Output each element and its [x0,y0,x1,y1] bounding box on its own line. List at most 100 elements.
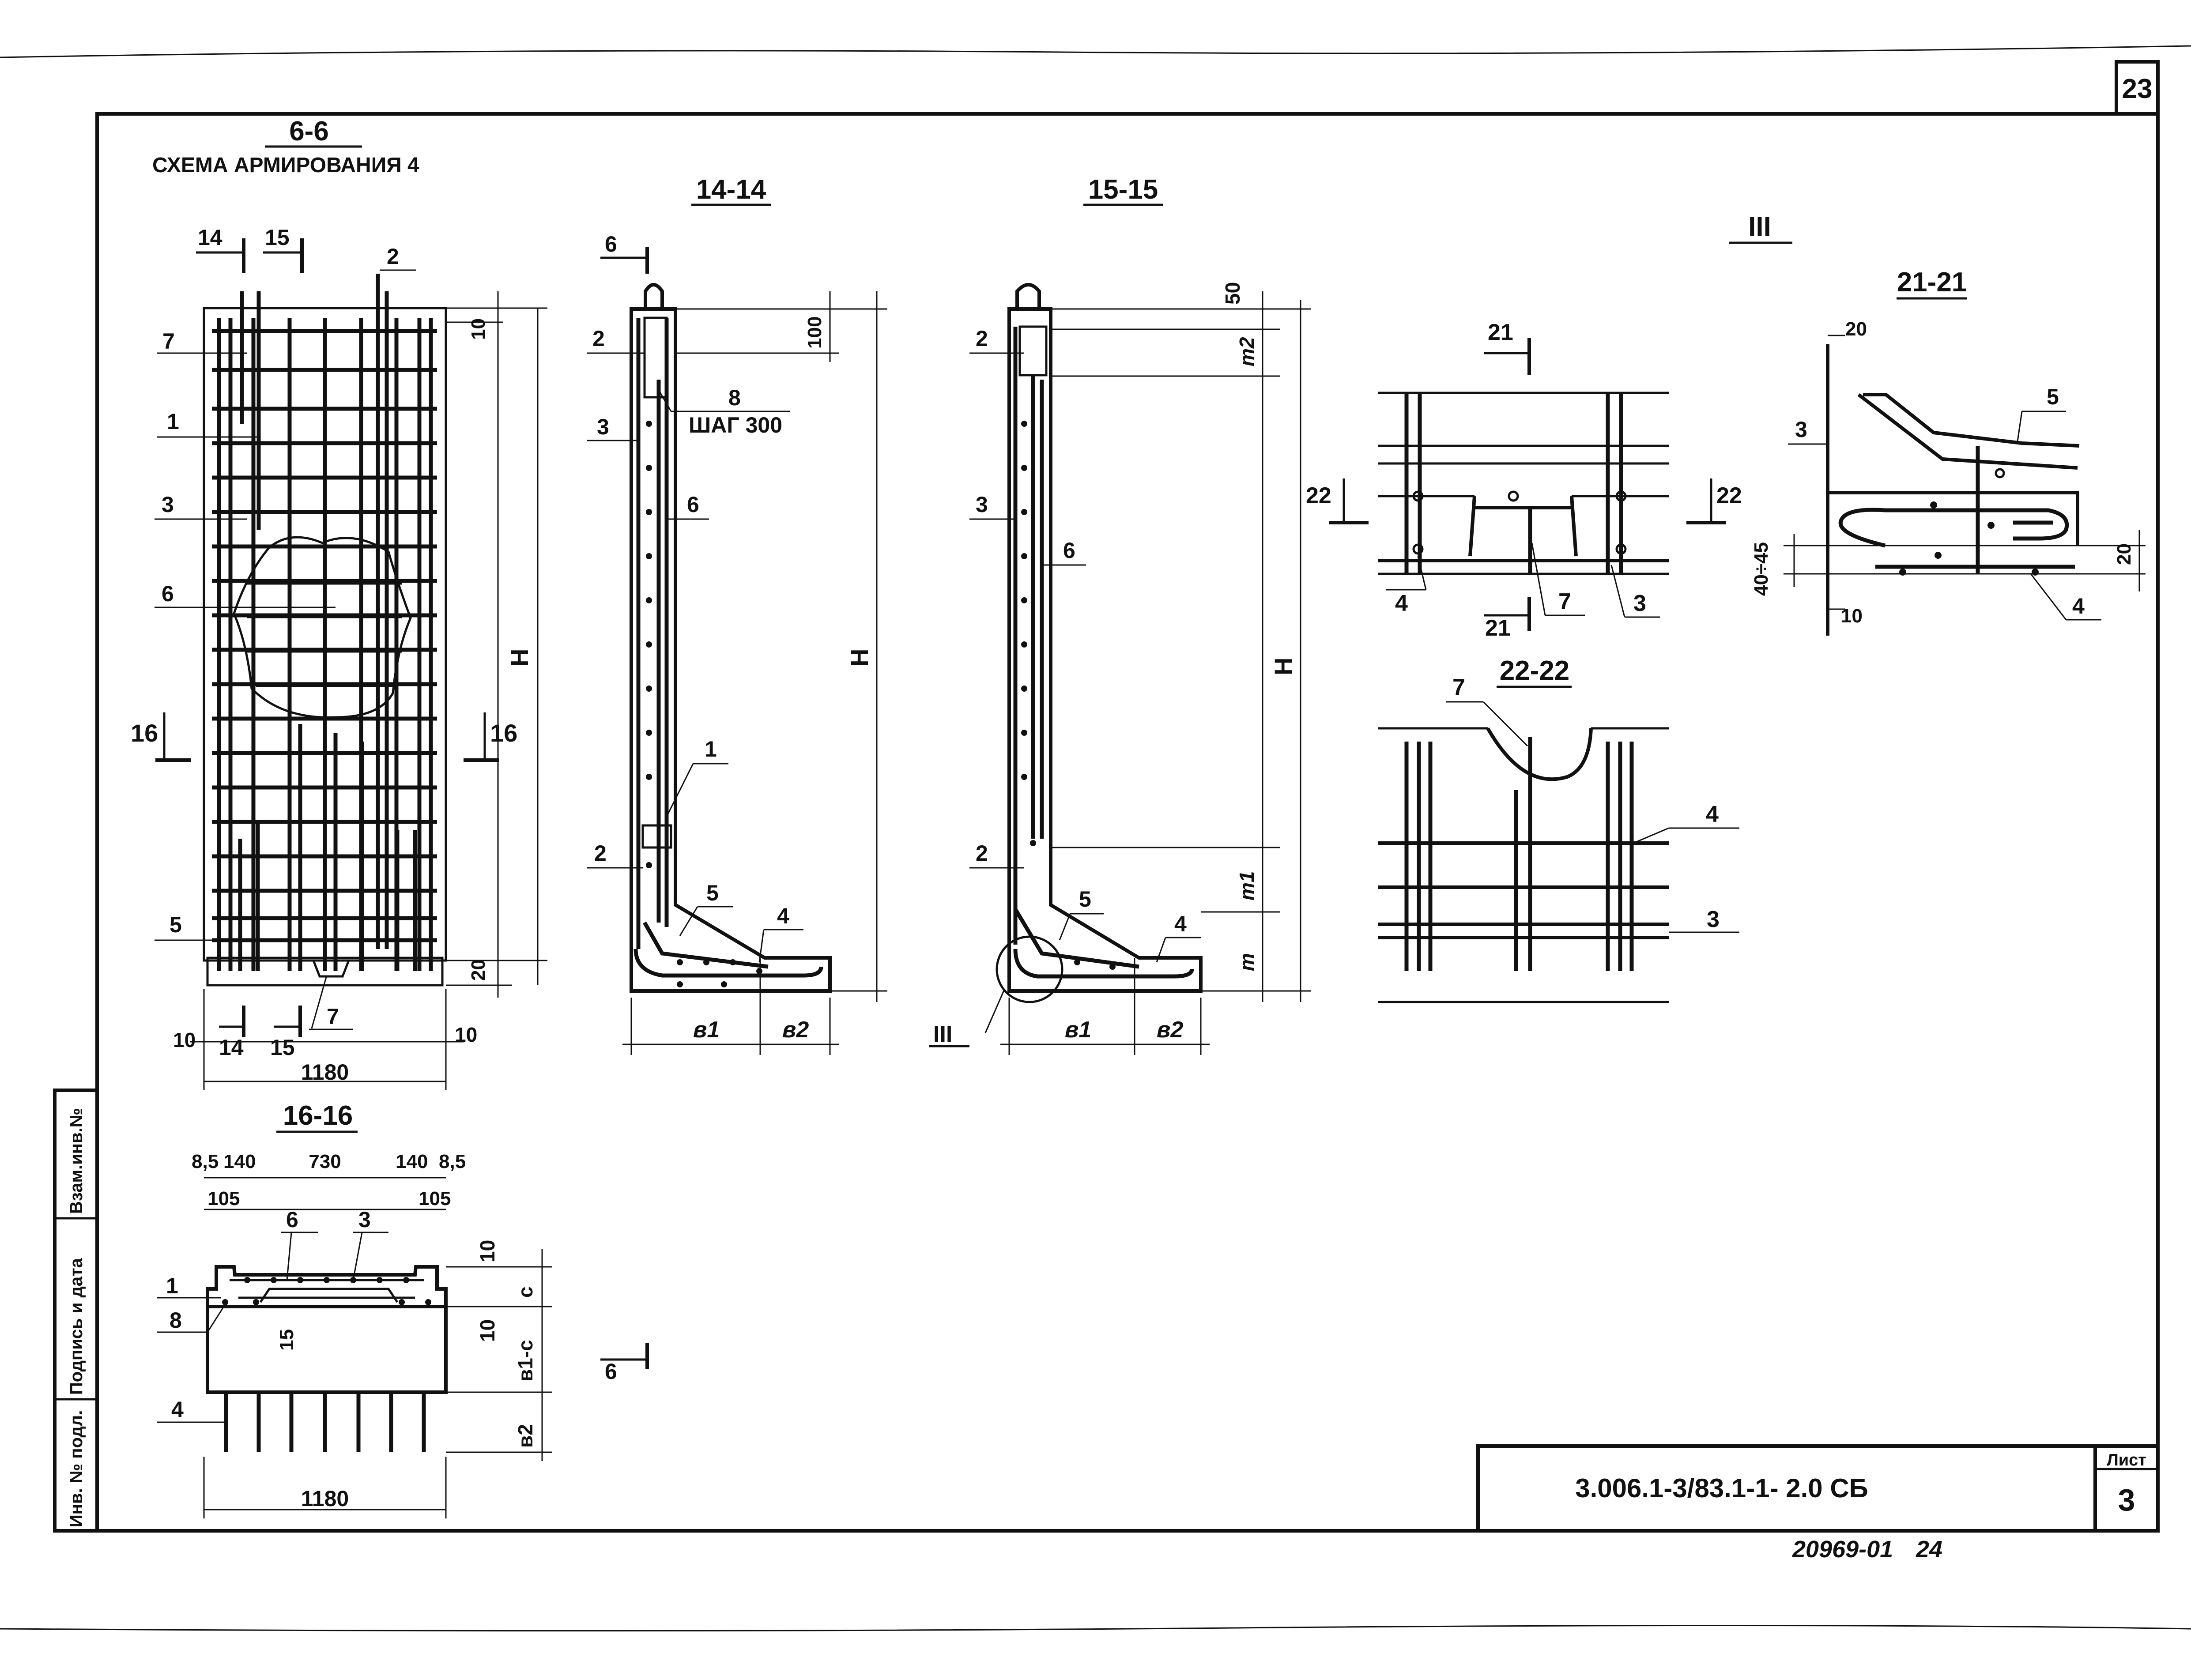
callout-3-16: 3 [358,1207,371,1232]
cut-6-top: 6 [605,232,617,256]
dim-b2-14: в2 [782,1017,809,1043]
callout-2-14-top: 2 [592,326,605,351]
callout-4-14: 4 [777,904,789,928]
bars-22 [1404,737,1634,971]
wall-dots-15 [1021,421,1116,970]
callout-1: 1 [167,409,179,434]
callout-3-14: 3 [597,414,609,439]
detail-III-title: III [1748,211,1771,242]
dim-m-15: m [1235,953,1258,971]
cut-22-left: 22 [1306,483,1331,509]
view-22-22-title: 22-22 [1500,655,1570,686]
dim-bottom-20: 20 [468,959,489,981]
callout-6-14: 6 [687,492,699,517]
dim-width-1180-16: 1180 [301,1486,349,1511]
view-22-22: 22-22 7 4 3 [1378,655,1739,1003]
callout-8-16: 8 [170,1308,182,1333]
side-stamp: Инв. № подл. Подпись и дата Взам.инв.№ [67,1108,86,1527]
callout-2-15-bottom: 2 [976,841,988,866]
note-8-number: 8 [728,385,741,410]
cut-15-bottom: 15 [270,1035,295,1060]
dims-6-6: 10 H 20 10 10 1180 [173,291,547,1090]
dim-H-14: H [845,649,873,667]
view-14-14: 14-14 6 6 2 3 [587,174,887,1384]
callout-5-14: 5 [706,881,719,905]
wall-dots-14 [646,421,762,987]
dim-H-15: H [1269,658,1297,675]
dots-21 [1899,468,2039,576]
callout-4-15: 4 [1174,912,1187,936]
list-number: 3 [2118,1483,2135,1517]
dim-8-5-left: 8,5 [192,1151,219,1172]
cut-22-right: 22 [1716,483,1742,509]
callout-7: 7 [162,329,175,354]
callout-3-21: 3 [1795,417,1807,442]
list-label: Лист [2107,1451,2146,1469]
dim-left-10: 10 [173,1028,196,1051]
dim-105-right: 105 [419,1188,451,1209]
dim-top-10: 10 [468,318,489,340]
view-6-6: 6-6 СХЕМА АРМИРОВАНИЯ 4 [131,116,547,1090]
detail-III: III 21 21 22 22 [1306,211,1792,641]
callouts-6-6: 7 1 3 6 5 2 7 [155,244,416,1030]
view-14-14-title: 14-14 [696,174,766,205]
callout-1-14: 1 [705,737,717,761]
callout-7-bottom: 7 [327,1004,339,1029]
cut-14-bottom: 14 [219,1035,244,1060]
stamp-inventory: Инв. № подл. [67,1410,86,1527]
cutaway-mesh [247,539,402,717]
dim-140-left: 140 [223,1151,256,1172]
callout-5-15: 5 [1079,887,1091,912]
callout-5: 5 [170,912,182,937]
dim-140-right: 140 [396,1151,428,1172]
callout-2-14-bottom: 2 [594,841,607,866]
dim-c-16: c [514,1286,537,1298]
dim-105-left: 105 [207,1188,240,1209]
detail-III-dots [1412,490,1627,555]
callout-6: 6 [162,581,174,606]
view-15-15: 15-15 III 2 3 6 2 [929,174,1311,1055]
stamp-signature-date: Подпись и дата [67,1258,86,1395]
callout-4-21: 4 [2072,594,2085,618]
callout-2: 2 [387,244,399,269]
dim-b1-15: в1 [1065,1017,1091,1043]
dim-b2-16: в2 [514,1424,537,1448]
view-21-21-title: 21-21 [1897,267,1967,298]
page-number: 23 [2122,74,2153,104]
dim-50-15: 50 [1221,282,1244,305]
dim-15-inner: 15 [276,1329,298,1351]
dim-20-21-right: 20 [2113,543,2135,565]
view-16-16-title: 16-16 [283,1100,353,1131]
dim-10-top-16: 10 [476,1240,499,1262]
cut-16-right: 16 [490,719,517,747]
cut-6-bottom: 6 [605,1359,617,1384]
stamp-replaced-inventory: Взам.инв.№ [67,1108,86,1214]
sheet-designation: 3.006.1-3/83.1-1- 2.0 СБ [1575,1473,1868,1503]
cut-21-bottom: 21 [1485,615,1511,641]
callout-4-III: 4 [1395,591,1408,616]
callout-4-16: 4 [171,1397,184,1422]
section-dots [222,1277,431,1305]
view-6-6-subtitle: СХЕМА АРМИРОВАНИЯ 4 [152,154,419,177]
note-8-step: ШАГ 300 [689,413,782,437]
dim-m1-15: m1 [1235,871,1258,900]
dim-b1-14: в1 [693,1017,720,1043]
view-15-15-title: 15-15 [1088,174,1158,205]
callout-7-22: 7 [1452,674,1465,700]
callout-4-22: 4 [1706,802,1719,827]
view-21-21: 21-21 3 5 4 20 [1750,267,2146,636]
cut-16-left: 16 [131,719,158,747]
view-16-16: 16-16 8,5 140 730 140 8,5 105 105 [157,1100,552,1518]
sheet-frame [0,45,2191,1632]
detail-III-ref: III [933,1021,952,1047]
cut-21-top: 21 [1488,320,1513,345]
dim-8-5-right: 8,5 [439,1151,466,1172]
callout-3-15: 3 [976,492,988,517]
dim-40-45-21: 40÷45 [1750,542,1772,596]
cut-14-top: 14 [198,225,222,250]
dim-10-21: 10 [1841,605,1863,627]
callout-3-III: 3 [1633,591,1646,616]
archive-page: 24 [1916,1536,1942,1563]
callout-3-22: 3 [1707,907,1720,932]
